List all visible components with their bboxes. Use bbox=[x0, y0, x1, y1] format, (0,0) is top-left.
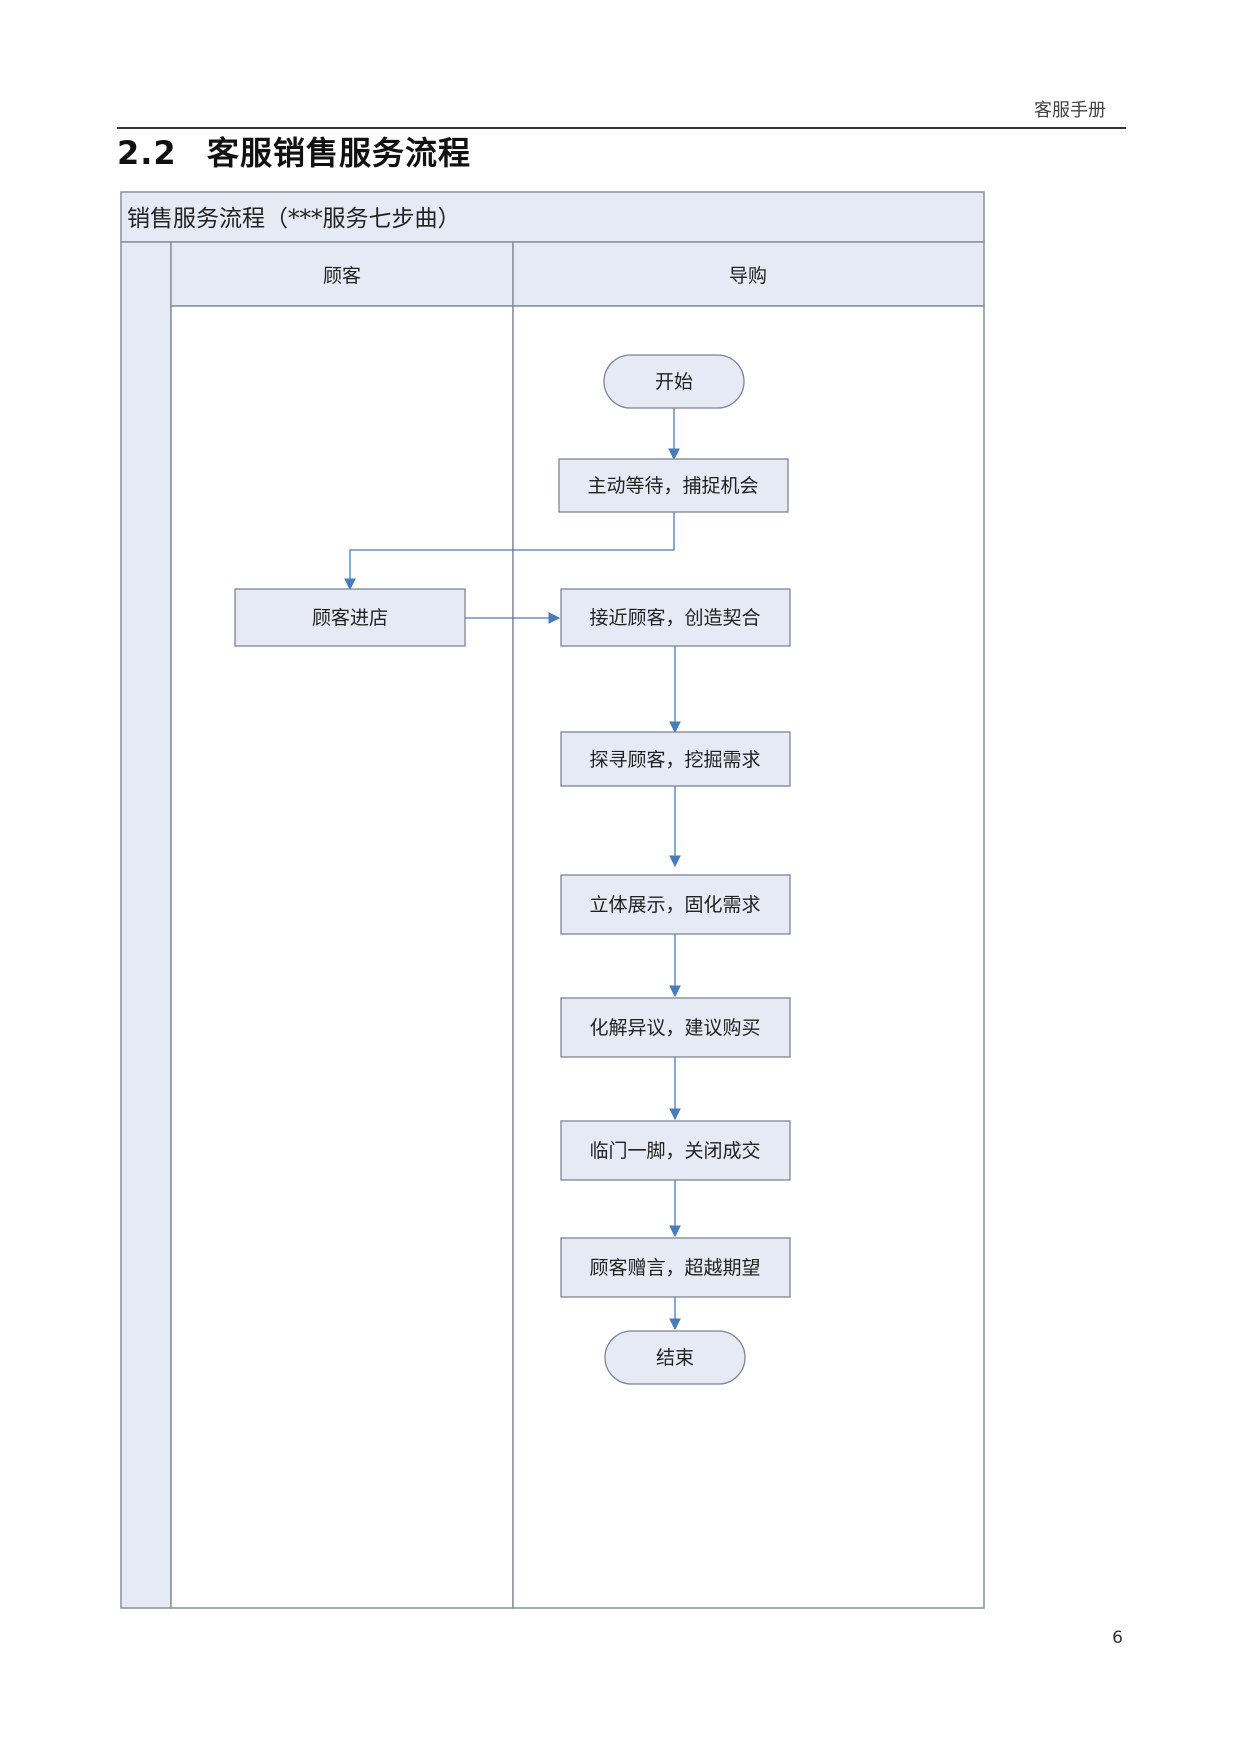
node-step7: 顾客赠言，超越期望 bbox=[560, 1237, 791, 1298]
node-step4: 立体展示，固化需求 bbox=[560, 874, 791, 935]
node-label: 顾客进店 bbox=[312, 607, 388, 629]
edge-step1-enter bbox=[344, 512, 675, 591]
node-label: 探寻顾客，挖掘需求 bbox=[589, 749, 760, 771]
lane-body-guide bbox=[512, 305, 985, 1609]
node-step5: 化解异议，建议购买 bbox=[560, 997, 791, 1058]
node-label: 立体展示，固化需求 bbox=[589, 894, 760, 916]
section-number: 2.2 bbox=[117, 134, 177, 172]
node-label: 顾客赠言，超越期望 bbox=[589, 1257, 760, 1279]
node-label: 开始 bbox=[655, 371, 693, 393]
node-customer-enter: 顾客进店 bbox=[234, 588, 466, 647]
lane-label-customer: 顾客 bbox=[323, 265, 361, 287]
node-step2: 接近顾客，创造契合 bbox=[560, 588, 791, 647]
section-heading: 2.2 客服销售服务流程 bbox=[117, 128, 471, 174]
swimlane-frame: 销售服务流程（***服务七步曲） 顾客 导购 bbox=[120, 191, 985, 1609]
lane-header-guide bbox=[512, 241, 985, 307]
lane-label-guide: 导购 bbox=[729, 265, 767, 287]
node-step3: 探寻顾客，挖掘需求 bbox=[560, 731, 791, 787]
node-label: 主动等待，捕捉机会 bbox=[587, 475, 758, 497]
page-number: 6 bbox=[1112, 1628, 1123, 1648]
node-end: 结束 bbox=[604, 1330, 746, 1385]
node-label: 化解异议，建议购买 bbox=[589, 1017, 760, 1039]
node-start: 开始 bbox=[603, 354, 745, 409]
node-step1: 主动等待，捕捉机会 bbox=[558, 458, 789, 513]
node-label: 结束 bbox=[656, 1347, 694, 1369]
diagram-title-bar bbox=[120, 191, 985, 243]
header-title: 客服手册 bbox=[1034, 100, 1106, 121]
node-label: 临门一脚，关闭成交 bbox=[589, 1140, 760, 1162]
header-rule bbox=[117, 127, 1126, 129]
left-pool-bar bbox=[120, 241, 172, 1609]
section-title: 客服销售服务流程 bbox=[207, 134, 472, 172]
lane-header-customer bbox=[170, 241, 514, 307]
diagram-title: 销售服务流程（***服务七步曲） bbox=[127, 206, 461, 232]
connectors bbox=[344, 408, 681, 1331]
lane-body-customer bbox=[170, 305, 514, 1609]
node-label: 接近顾客，创造契合 bbox=[589, 607, 760, 629]
node-step6: 临门一脚，关闭成交 bbox=[560, 1120, 791, 1181]
